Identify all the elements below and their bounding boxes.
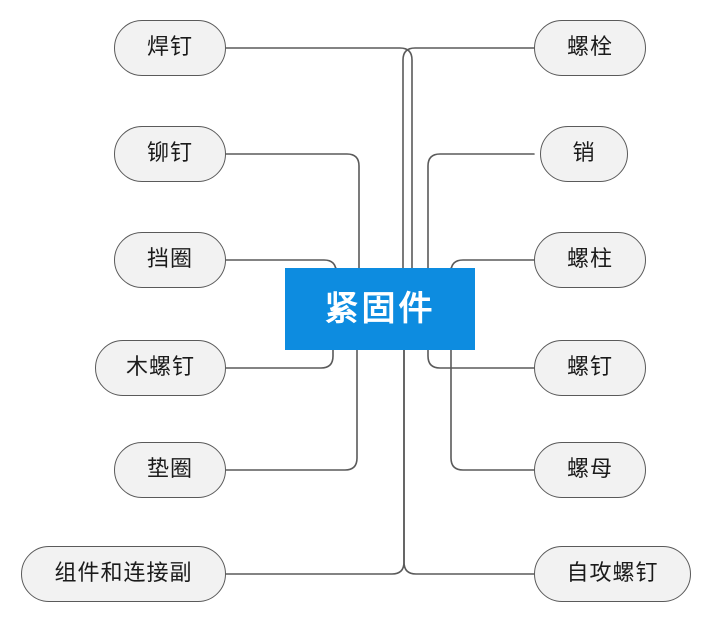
left-branch-label: 木螺钉: [125, 354, 195, 380]
left-branch-label: 组件和连接副: [54, 560, 193, 586]
right-branch-label: 螺钉: [566, 354, 613, 380]
left-connector: [225, 349, 405, 575]
right-connector: [427, 153, 535, 269]
right-branch-label: 销: [572, 140, 596, 166]
right-branch-label: 自攻螺钉: [566, 560, 659, 586]
left-branch-label: 铆钉: [146, 140, 193, 166]
left-connector: [225, 47, 413, 269]
left-branch-label: 焊钉: [146, 34, 193, 60]
left-branch-node[interactable]: 挡圈: [114, 232, 226, 288]
right-connector: [402, 47, 535, 269]
left-branch-label: 挡圈: [146, 246, 193, 272]
right-connector: [403, 349, 535, 575]
left-branch-node[interactable]: 铆钉: [114, 126, 226, 182]
left-connector: [225, 349, 334, 369]
right-branch-node[interactable]: 螺钉: [534, 340, 646, 396]
left-branch-node[interactable]: 垫圈: [114, 442, 226, 498]
left-branch-label: 垫圈: [146, 456, 193, 482]
right-branch-node[interactable]: 螺柱: [534, 232, 646, 288]
left-connector: [225, 349, 358, 471]
left-branch-node[interactable]: 木螺钉: [95, 340, 226, 396]
left-branch-node[interactable]: 焊钉: [114, 20, 226, 76]
left-branch-node[interactable]: 组件和连接副: [21, 546, 226, 602]
right-edge-group: [402, 47, 535, 575]
center-node[interactable]: 紧固件: [285, 268, 475, 350]
right-connector: [427, 349, 535, 369]
right-branch-label: 螺栓: [566, 34, 613, 60]
left-connector: [225, 153, 360, 269]
right-branch-label: 螺母: [566, 456, 613, 482]
right-branch-node[interactable]: 自攻螺钉: [534, 546, 691, 602]
right-branch-label: 螺柱: [566, 246, 613, 272]
right-connector: [450, 349, 535, 471]
center-node-label: 紧固件: [324, 289, 436, 329]
right-branch-node[interactable]: 螺栓: [534, 20, 646, 76]
right-branch-node[interactable]: 销: [540, 126, 628, 182]
right-branch-node[interactable]: 螺母: [534, 442, 646, 498]
